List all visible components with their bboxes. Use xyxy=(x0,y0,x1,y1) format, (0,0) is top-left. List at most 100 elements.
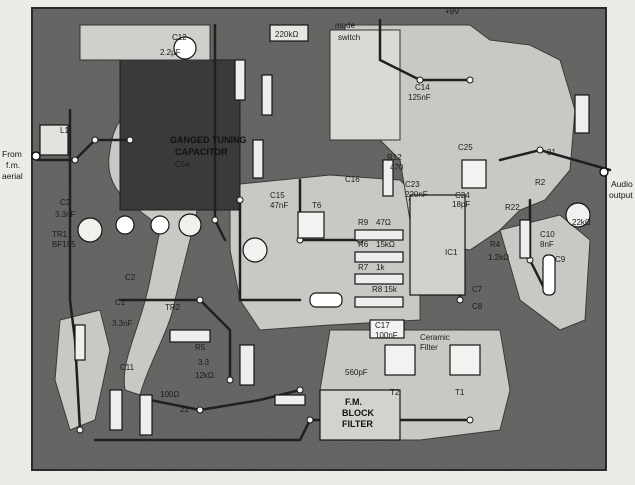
component-label: L1 xyxy=(60,126,69,135)
component-label: C12 xyxy=(172,33,187,42)
component-label: Ceramic xyxy=(420,333,450,342)
input-label-line3: aerial xyxy=(2,171,23,181)
transistor-tr2 xyxy=(178,213,202,237)
output-label-line2: output xyxy=(609,190,633,200)
component-label: 47Ω xyxy=(376,218,391,227)
resistor-vertical-b xyxy=(261,74,273,116)
component-label: C5a xyxy=(175,160,190,169)
input-label-line2: f.m. xyxy=(6,160,20,170)
component-label: R22 xyxy=(505,203,520,212)
resistor-r8 xyxy=(354,296,404,308)
component-label: TR1 xyxy=(52,230,68,239)
component-label: T6 xyxy=(312,201,322,210)
transformer-t2 xyxy=(449,344,481,376)
resistor-220k xyxy=(269,24,309,42)
component-label: R6 xyxy=(358,240,369,249)
resistor-bottom-center xyxy=(274,394,306,406)
component-label: C7 xyxy=(472,285,483,294)
resistor-r12 xyxy=(382,159,394,197)
component-label: R8 xyxy=(372,285,383,294)
mode-switch-body xyxy=(329,29,401,141)
resistor-r9 xyxy=(354,229,404,241)
resistor-r6 xyxy=(354,251,404,263)
resistor-r22 xyxy=(519,219,531,259)
resistor-vertical-a xyxy=(234,59,246,101)
component-label: 3.3nF xyxy=(55,210,76,219)
capacitor-c9 xyxy=(542,254,556,296)
input-terminal xyxy=(31,151,41,161)
capacitor-c12 xyxy=(173,36,197,60)
component-label: 15kΩ xyxy=(376,240,395,249)
component-label: C3 xyxy=(60,198,71,207)
component-label: T2 xyxy=(390,388,400,397)
component-label: C16 xyxy=(345,175,360,184)
component-label: C25 xyxy=(458,143,473,152)
transistor-tr1 xyxy=(77,217,103,243)
component-label: FILTER xyxy=(342,419,373,429)
component-label: 22kΩ xyxy=(572,218,591,227)
ground-plane-bottom-left xyxy=(54,309,111,431)
component-label: C2 xyxy=(125,273,136,282)
component-label: R7 xyxy=(358,263,369,272)
component-label: switch xyxy=(338,33,360,42)
resistor-bottom-left-b xyxy=(139,394,153,436)
component-label: 3.3 xyxy=(198,358,210,367)
component-label: TR2 xyxy=(165,303,181,312)
component-label: 470 xyxy=(390,163,404,172)
component-label: R5 xyxy=(195,343,206,352)
component-label: 31 xyxy=(547,148,556,157)
coil-l1 xyxy=(39,124,69,156)
component-label: F.M. xyxy=(345,397,362,407)
capacitor-c15 xyxy=(242,237,268,263)
component-label: 18pF xyxy=(452,200,470,209)
component-label: 125nF xyxy=(408,93,431,102)
component-label: C1 xyxy=(115,298,126,307)
capacitor-c10 xyxy=(565,202,591,228)
components xyxy=(39,24,591,441)
component-label: 100nF xyxy=(375,331,398,340)
resistor-bottom-left xyxy=(109,389,123,431)
component-label: C17 xyxy=(375,321,390,330)
component-label: C11 xyxy=(120,363,135,372)
component-label: 560pF xyxy=(345,368,368,377)
component-label: +9V xyxy=(445,7,460,16)
component-label: C14 xyxy=(415,83,430,92)
component-label: 220nF xyxy=(405,190,428,199)
capacitor-c25 xyxy=(461,159,487,189)
board-edge xyxy=(31,7,607,471)
component-label: 1.2kΩ xyxy=(488,253,509,262)
component-label: GANGED TUNING xyxy=(170,135,247,145)
resistor-left xyxy=(74,324,86,361)
component-label: 15k xyxy=(384,285,398,294)
transformer-t6 xyxy=(297,211,325,239)
input-label-line1: From xyxy=(2,149,22,159)
component-label: 100Ω xyxy=(160,390,179,399)
resistor-r7 xyxy=(354,273,404,285)
integrated-circuit xyxy=(409,194,466,296)
component-label: mode xyxy=(335,21,356,30)
component-label: 1k xyxy=(376,263,385,272)
component-label: IC1 xyxy=(445,248,458,257)
component-label: C9 xyxy=(555,255,566,264)
component-label: BF195 xyxy=(52,240,76,249)
component-label: 47nF xyxy=(270,201,288,210)
output-label-line1: Audio xyxy=(611,179,633,189)
component-label: 2.2µF xyxy=(160,48,181,57)
capacitor-c17 xyxy=(369,319,405,339)
component-label: T1 xyxy=(455,388,465,397)
fm-block-filter xyxy=(319,389,401,441)
component-label: Filter xyxy=(420,343,438,352)
component-label: 3.3nF xyxy=(112,319,133,328)
capacitor-c4 xyxy=(150,215,170,235)
component-label: 8nF xyxy=(540,240,554,249)
component-label: BLOCK xyxy=(342,408,374,418)
transformer-t1 xyxy=(384,344,416,376)
resistor-vertical-mid xyxy=(239,344,255,386)
capacitor-flat xyxy=(309,292,343,308)
component-labels: C122.2µF220kΩmodeswitch+9VC14125nFR12470… xyxy=(52,7,591,429)
component-label: 12kΩ xyxy=(195,371,214,380)
resistor-right xyxy=(574,94,590,134)
component-label: C8 xyxy=(472,302,483,311)
component-label: C15 xyxy=(270,191,285,200)
